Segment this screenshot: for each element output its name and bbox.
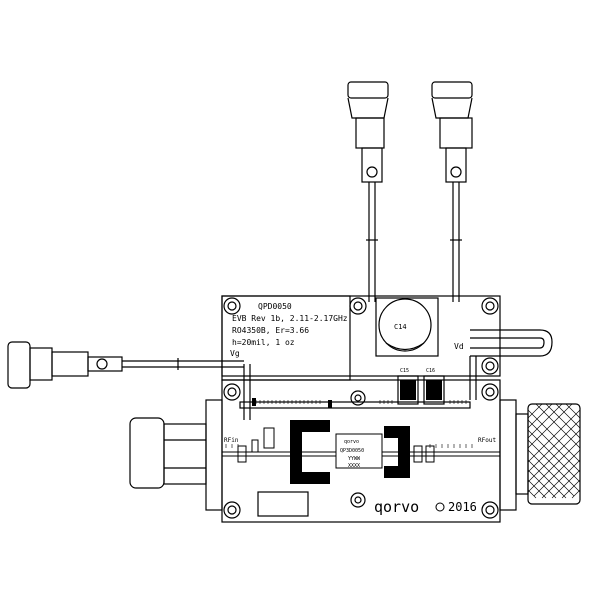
thickness-line: h=20mil, 1 oz — [232, 338, 295, 347]
vd-wire-loop — [470, 329, 553, 357]
part-number: QPD0050 — [258, 302, 292, 311]
rf-in-label: RFin — [224, 437, 239, 444]
vg-label: Vg — [230, 349, 240, 358]
left-flange — [205, 399, 223, 511]
c15-label: C15 — [400, 368, 409, 374]
qorvo-logo-text: qorvo — [374, 498, 419, 516]
registered-mark-icon — [435, 502, 445, 512]
chip-code-2: XXXX — [348, 463, 360, 469]
vg-connector — [7, 341, 244, 389]
right-flange — [499, 399, 517, 511]
rail-ticks — [225, 400, 473, 448]
silkscreen-box — [257, 491, 309, 517]
knurl-pattern — [527, 403, 581, 499]
rf-components — [237, 427, 435, 463]
chip-code-1: YYWW — [348, 456, 361, 462]
chip-part: QP3D0050 — [340, 448, 364, 454]
c14-capacitor — [375, 297, 439, 357]
rf-out-sma-connector — [515, 403, 581, 505]
chip-brand: qorvo — [344, 439, 359, 445]
vd-connector — [431, 81, 473, 302]
revision-line: EVB Rev 1b, 2.11-2.17GHz — [232, 314, 348, 323]
c14-label: C14 — [394, 323, 407, 331]
year-text: 2016 — [448, 500, 477, 514]
c16-label: C16 — [426, 368, 435, 374]
vd-label: Vd — [454, 342, 464, 351]
supply-connector — [347, 81, 389, 302]
c15-capacitor — [397, 375, 419, 405]
c16-capacitor — [423, 375, 445, 405]
amplifier-pads — [252, 380, 442, 484]
rf-in-sma-connector — [129, 417, 207, 489]
material-line: RO4350B, Er=3.66 — [232, 326, 309, 335]
amplifier-chip — [335, 433, 383, 469]
rf-out-label: RFout — [478, 437, 496, 444]
